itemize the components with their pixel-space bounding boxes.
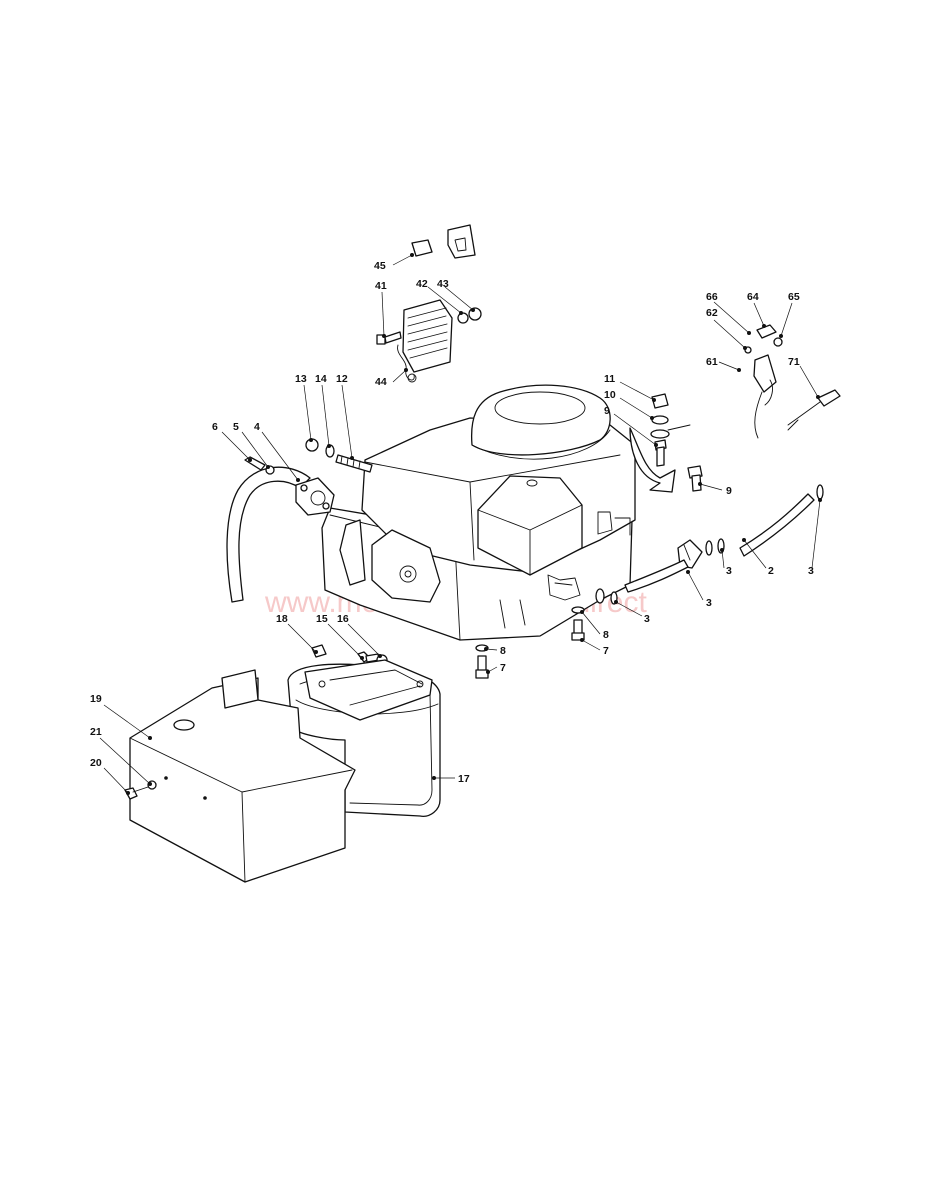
callout-12: 12 (336, 373, 348, 385)
callout-16: 16 (337, 613, 349, 625)
callout-21: 21 (90, 726, 102, 738)
callout-41: 41 (375, 280, 387, 292)
shroud-17 (287, 659, 441, 817)
callout-10: 10 (604, 389, 616, 401)
callout-64: 64 (747, 291, 759, 303)
callout-42: 42 (416, 278, 428, 290)
callout-9-upper: 9 (604, 405, 610, 417)
leader-lines (99, 253, 822, 795)
callout-8-left: 8 (500, 645, 506, 657)
callout-3-c: 3 (706, 597, 712, 609)
callout-7-right: 7 (603, 645, 609, 657)
callout-66: 66 (706, 291, 718, 303)
callout-14: 14 (315, 373, 327, 385)
bolt-41 (376, 331, 402, 345)
callout-17: 17 (458, 773, 470, 785)
callout-45: 45 (374, 260, 386, 272)
callout-4: 4 (254, 421, 260, 433)
engine (321, 384, 636, 641)
bolt-42-43 (457, 307, 482, 324)
callout-13: 13 (295, 373, 307, 385)
callout-71: 71 (788, 356, 800, 368)
callout-15: 15 (316, 613, 328, 625)
exhaust-pipe (226, 466, 335, 603)
callout-65: 65 (788, 291, 800, 303)
callout-5: 5 (233, 421, 239, 433)
callout-61: 61 (706, 356, 718, 368)
callout-8-right: 8 (603, 629, 609, 641)
fuel-parts (595, 393, 824, 605)
callout-18: 18 (276, 613, 288, 625)
callout-labels: 45 41 42 43 44 66 64 65 62 61 71 13 14 1… (90, 260, 814, 785)
callout-3-a: 3 (726, 565, 732, 577)
throttle-control (744, 324, 841, 439)
callout-3-d: 3 (644, 613, 650, 625)
cable-clip (411, 224, 476, 259)
callout-9-right: 9 (726, 485, 732, 497)
install-arrow (629, 427, 676, 493)
cover-19 (124, 669, 356, 883)
callout-20: 20 (90, 757, 102, 769)
callout-62: 62 (706, 307, 718, 319)
callout-44: 44 (375, 376, 387, 388)
stud-12 (305, 438, 373, 473)
callout-11: 11 (604, 373, 615, 385)
callout-43: 43 (437, 278, 449, 290)
callout-3-b: 3 (808, 565, 814, 577)
rectifier (402, 299, 453, 373)
callout-2: 2 (768, 565, 774, 577)
callout-7-left: 7 (500, 662, 506, 674)
callout-6: 6 (212, 421, 218, 433)
callout-19: 19 (90, 693, 102, 705)
